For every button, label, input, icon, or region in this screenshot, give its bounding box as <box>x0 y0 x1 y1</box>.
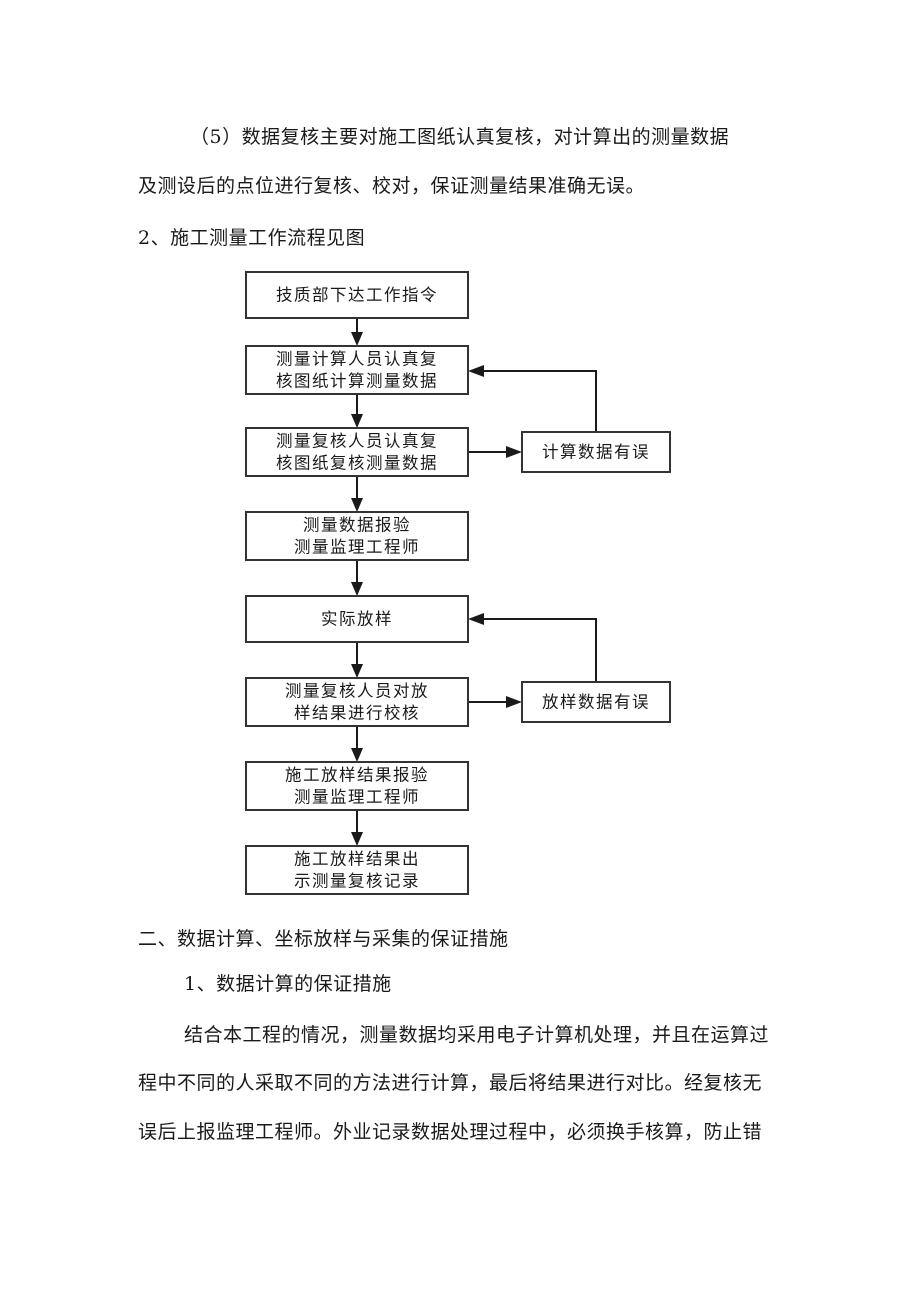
flow-step-3-text-2: 核图纸复核测量数据 <box>276 454 438 473</box>
flow-step-6-text-1: 测量复核人员对放 <box>285 682 429 701</box>
flow-step-7-text-2: 测量监理工程师 <box>294 788 420 807</box>
error-box-2-label: 放样数据有误 <box>542 693 650 712</box>
flow-arrow-5 <box>351 642 363 678</box>
arrow-to-error-box-1 <box>468 446 522 458</box>
flow-step-4-text-2: 测量监理工程师 <box>294 538 420 557</box>
flow-step-1-text-1: 技质部下达工作指令 <box>276 286 438 305</box>
flow-step-box <box>245 271 469 319</box>
flow-step-8-text-2: 示测量复核记录 <box>294 872 420 891</box>
section-heading-2: 二、数据计算、坐标放样与采集的保证措施 <box>138 928 509 950</box>
subheading-1: 1、数据计算的保证措施 <box>184 973 392 995</box>
flow-arrow-2 <box>351 394 363 428</box>
arrow-to-error-box-2 <box>468 696 522 708</box>
flow-step-7-text-1: 施工放样结果报验 <box>285 766 429 785</box>
error-box-1: 计算数据有误 <box>521 431 671 473</box>
feedback-arrow-1 <box>468 365 597 432</box>
error-box-1-label: 计算数据有误 <box>542 443 650 462</box>
flow-step-8-text-1: 施工放样结果出 <box>294 850 420 869</box>
paragraph-5-line-1: （5）数据复核主要对施工图纸认真复核，对计算出的测量数据 <box>190 126 730 148</box>
flow-arrow-1 <box>351 318 363 346</box>
flow-step-3-text-1: 测量复核人员认真复 <box>276 432 438 451</box>
body-line-2: 程中不同的人采取不同的方法进行计算，最后将结果进行对比。经复核无 <box>138 1072 763 1094</box>
flow-arrow-7 <box>351 810 363 846</box>
flow-step-box <box>245 427 469 477</box>
flow-step-box <box>245 595 469 643</box>
flow-step-2-text-2: 核图纸计算测量数据 <box>276 372 438 391</box>
flow-step-box <box>245 761 469 811</box>
heading-flowchart: 2、施工测量工作流程见图 <box>138 227 366 249</box>
flow-step-5: 实际放样 <box>245 595 469 643</box>
flow-step-2-text-1: 测量计算人员认真复 <box>276 350 438 369</box>
error-box-rect <box>521 681 671 723</box>
flow-step-box <box>245 345 469 395</box>
flow-step-box <box>245 845 469 895</box>
flow-arrow-4 <box>351 560 363 596</box>
flow-step-box <box>245 677 469 727</box>
flow-step-1: 技质部下达工作指令 <box>245 271 469 319</box>
flow-arrow-6 <box>351 726 363 762</box>
paragraph-5-line-2: 及测设后的点位进行复核、校对，保证测量结果准确无误。 <box>138 175 646 197</box>
flow-step-6-text-2: 样结果进行校核 <box>294 704 420 723</box>
error-box-2: 放样数据有误 <box>521 681 671 723</box>
body-line-3: 误后上报监理工程师。外业记录数据处理过程中，必须换手核算，防止错 <box>138 1121 763 1143</box>
feedback-arrow-2 <box>468 613 597 682</box>
body-line-1: 结合本工程的情况，测量数据均采用电子计算机处理，并且在运算过 <box>184 1024 770 1046</box>
flow-step-5-text-1: 实际放样 <box>321 610 393 629</box>
flow-arrow-3 <box>351 476 363 512</box>
flow-step-box <box>245 511 469 561</box>
flow-step-4-text-1: 测量数据报验 <box>303 516 411 535</box>
error-box-rect <box>521 431 671 473</box>
